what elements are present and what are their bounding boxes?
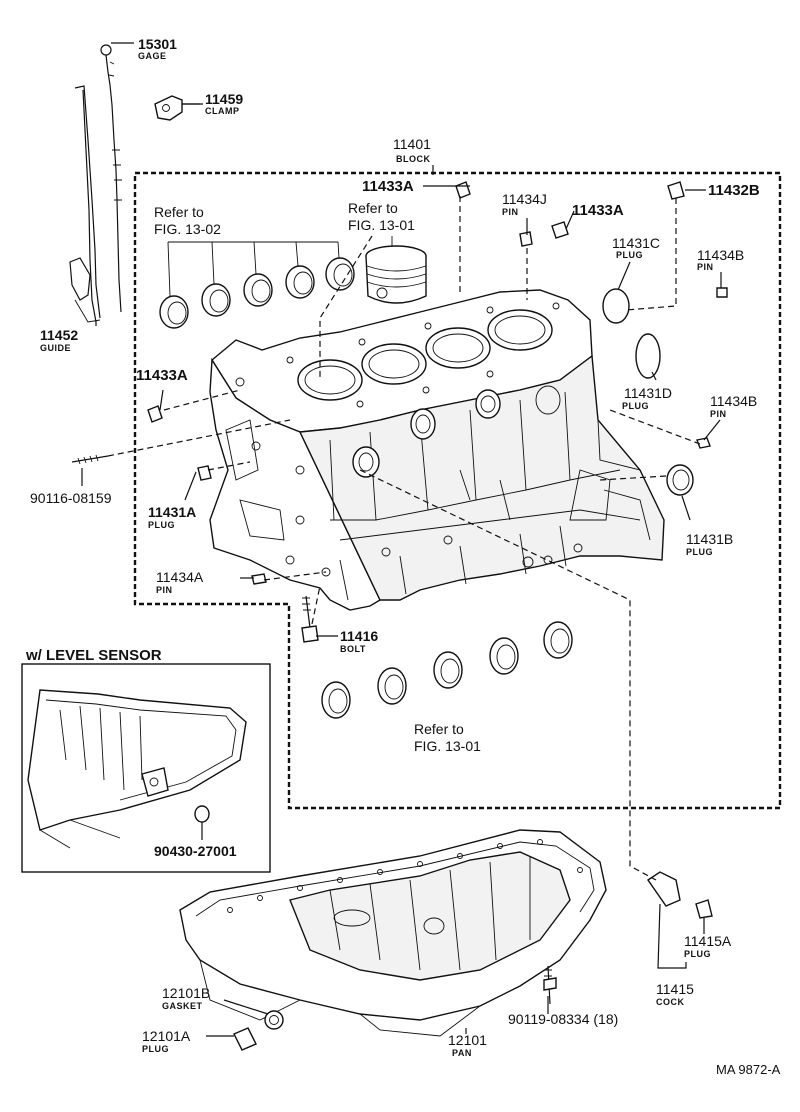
part-label-12101: 12101 PAN — [448, 1032, 487, 1058]
svg-text:12101B: 12101B — [162, 985, 210, 1001]
part-label-11431B: 11431B PLUG — [686, 531, 733, 557]
svg-text:11416: 11416 — [340, 628, 378, 644]
svg-text:11431C: 11431C — [612, 235, 660, 251]
leader-lines — [81, 42, 722, 1037]
svg-text:11432B: 11432B — [708, 182, 760, 199]
figure-code: MA 9872-A — [716, 1062, 781, 1077]
svg-text:PIN: PIN — [156, 585, 173, 595]
svg-text:PLUG: PLUG — [616, 250, 643, 260]
svg-text:FIG. 13-01: FIG. 13-01 — [348, 217, 415, 233]
main-bearings-lower-drawing — [321, 621, 573, 719]
svg-text:GASKET: GASKET — [162, 1001, 203, 1011]
inset-title: w/ LEVEL SENSOR — [25, 647, 162, 664]
svg-text:GAGE: GAGE — [138, 51, 167, 61]
svg-text:11434J: 11434J — [502, 191, 547, 207]
svg-text:BOLT: BOLT — [340, 644, 366, 654]
svg-text:11431A: 11431A — [148, 504, 196, 520]
cylinder-block-drawing — [209, 289, 665, 611]
level-sensor-inset — [21, 663, 271, 873]
svg-text:90116-08159: 90116-08159 — [30, 490, 112, 506]
part-label-11401: 11401 BLOCK — [393, 136, 431, 164]
block-group-box — [133, 171, 782, 810]
svg-text:15301: 15301 — [138, 36, 177, 52]
svg-text:11452: 11452 — [40, 327, 78, 343]
part-label-12101A: 12101A PLUG — [142, 1028, 191, 1054]
part-label-11415: 11415 COCK — [656, 981, 694, 1007]
svg-text:11433A: 11433A — [362, 178, 414, 195]
svg-text:BLOCK: BLOCK — [396, 154, 431, 164]
part-label-11434J: 11434J PIN — [502, 191, 547, 217]
ref-note-bearings-upper: Refer to FIG. 13-02 — [154, 204, 221, 237]
svg-text:PAN: PAN — [452, 1048, 472, 1058]
piston-drawing — [365, 236, 427, 304]
svg-text:PIN: PIN — [502, 207, 519, 217]
part-label-90119: 90119-08334 (18) — [508, 1011, 618, 1027]
part-label-11432B: 11432B — [708, 182, 760, 199]
part-label-11431A: 11431A PLUG — [148, 504, 196, 530]
svg-text:11434B: 11434B — [697, 247, 744, 263]
dipstick-guide-drawing — [69, 85, 101, 323]
svg-text:11459: 11459 — [205, 91, 243, 107]
svg-text:11431B: 11431B — [686, 531, 733, 547]
clamp-drawing — [154, 95, 200, 121]
part-label-11434B-b: 11434B PIN — [710, 393, 757, 419]
small-plug-parts-drawing — [71, 181, 728, 643]
svg-text:FIG. 13-02: FIG. 13-02 — [154, 221, 221, 237]
part-label-11416: 11416 BOLT — [340, 628, 378, 654]
svg-text:11434B: 11434B — [710, 393, 757, 409]
svg-text:11401: 11401 — [393, 136, 431, 152]
part-label-90116: 90116-08159 — [30, 490, 112, 506]
svg-text:CLAMP: CLAMP — [205, 106, 240, 116]
main-bearings-upper-drawing — [159, 241, 355, 329]
svg-text:Refer to: Refer to — [348, 200, 398, 216]
part-label-11434B-a: 11434B PIN — [697, 247, 744, 272]
svg-text:90430-27001: 90430-27001 — [154, 843, 237, 859]
part-label-11433A-left: 11433A — [136, 367, 188, 384]
part-label-11459: 11459 CLAMP — [205, 91, 243, 116]
svg-text:PLUG: PLUG — [686, 547, 713, 557]
part-label-11431C: 11431C PLUG — [612, 235, 660, 260]
svg-text:PLUG: PLUG — [148, 520, 175, 530]
svg-text:Refer to: Refer to — [414, 721, 464, 737]
svg-text:PLUG: PLUG — [142, 1044, 169, 1054]
part-label-12101B: 12101B GASKET — [162, 985, 210, 1011]
part-label-11434A: 11434A PIN — [156, 569, 204, 595]
svg-text:11433A: 11433A — [572, 202, 624, 219]
svg-text:COCK: COCK — [656, 997, 685, 1007]
svg-text:11431D: 11431D — [624, 385, 672, 401]
svg-text:GUIDE: GUIDE — [40, 343, 71, 353]
svg-text:11434A: 11434A — [156, 569, 204, 585]
part-label-15301: 15301 GAGE — [138, 36, 177, 61]
part-label-90430: 90430-27001 — [154, 843, 237, 859]
svg-text:90119-08334 (18): 90119-08334 (18) — [508, 1011, 618, 1027]
oil-pan-drawing — [179, 829, 607, 1037]
part-label-11433A-top: 11433A — [362, 178, 414, 195]
svg-text:11415A: 11415A — [684, 933, 732, 949]
svg-text:12101: 12101 — [448, 1032, 487, 1048]
svg-text:11415: 11415 — [656, 981, 694, 997]
drain-plug-parts-drawing — [233, 871, 713, 1051]
dipstick-gage-drawing — [100, 44, 122, 313]
part-label-11433A-mid: 11433A — [572, 202, 624, 219]
dashed-guide-lines — [107, 196, 701, 881]
svg-text:PLUG: PLUG — [622, 401, 649, 411]
svg-text:Refer to: Refer to — [154, 204, 204, 220]
svg-text:11433A: 11433A — [136, 367, 188, 384]
svg-text:12101A: 12101A — [142, 1028, 191, 1044]
part-label-11431D: 11431D PLUG — [622, 385, 672, 411]
svg-text:PIN: PIN — [697, 262, 714, 272]
svg-text:PLUG: PLUG — [684, 949, 711, 959]
ref-note-piston: Refer to FIG. 13-01 — [348, 200, 415, 233]
part-label-11415A: 11415A PLUG — [684, 933, 732, 959]
ref-note-bearings-lower: Refer to FIG. 13-01 — [414, 721, 481, 754]
svg-text:PIN: PIN — [710, 409, 727, 419]
part-label-11452: 11452 GUIDE — [40, 327, 78, 353]
svg-text:FIG. 13-01: FIG. 13-01 — [414, 738, 481, 754]
